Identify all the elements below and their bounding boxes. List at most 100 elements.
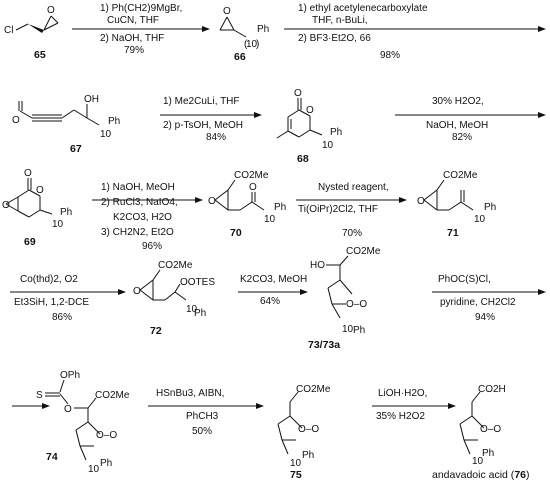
atom-co2me-73: CO2Me	[346, 246, 381, 257]
cond-2-2: 2) BF3·Et2O, 66	[298, 33, 371, 44]
arrow-4: 30% H2O2, NaOH, MeOH 82%	[395, 96, 546, 143]
atom-ph-74: Ph	[100, 458, 112, 469]
arrow-11: LiOH·H2O, 35% H2O2	[372, 388, 456, 422]
atom-o-70b: O	[249, 182, 257, 193]
atom-co2h-76: CO2H	[478, 384, 506, 395]
cond-1-3: 79%	[124, 45, 144, 56]
cond-3-0: 1) Me2CuLi, THF	[163, 96, 240, 107]
cond-9-2: 94%	[475, 312, 495, 323]
atom-o-70a: O	[208, 196, 216, 207]
cond-9-0: PhOC(S)Cl,	[438, 274, 491, 285]
arrow-7: Co(thd)2, O2 Et3SiH, 1,2-DCE 86%	[10, 274, 126, 323]
atom-o-67: O	[12, 115, 20, 126]
cond-5-1: 2) RuCl3, NaIO4,	[101, 197, 178, 208]
atom-o-74: O	[64, 404, 72, 415]
atom-o-71: O	[417, 196, 425, 207]
structure-70: O CO2Me O 10 Ph 70	[208, 170, 286, 239]
atom-o-65: O	[47, 5, 55, 16]
arrow-10: HSnBu3, AIBN, PhCH3 50%	[148, 388, 264, 437]
atom-co2me-70: CO2Me	[234, 170, 269, 181]
sub-66: (	[244, 39, 248, 50]
sub-71: 10	[474, 214, 486, 225]
cond-5-4: 96%	[142, 241, 162, 252]
cond-5-0: 1) NaOH, MeOH	[101, 182, 175, 193]
label-68: 68	[297, 153, 309, 165]
atom-ph-68: Ph	[330, 127, 342, 138]
sub-69: 10	[52, 219, 64, 230]
cond-7-1: Et3SiH, 1,2-DCE	[14, 297, 89, 308]
sub-66-close: )	[256, 39, 259, 50]
cond-6-1: Ti(OiPr)2Cl2, THF	[298, 204, 378, 215]
arrow-1: 1) Ph(CH2)9MgBr, CuCN, THF 2) NaOH, THF …	[72, 3, 210, 56]
arrow-10-lead	[12, 403, 50, 409]
atom-ph-75: Ph	[302, 450, 314, 461]
cond-10-0: HSnBu3, AIBN,	[156, 388, 224, 399]
cond-7-2: 86%	[52, 312, 72, 323]
structure-75: CO2Me O–O 10 Ph 75	[277, 384, 331, 481]
arrow-2: 1) ethyl acetylenecarboxylate THF, n-BuL…	[284, 3, 546, 61]
atom-ph-67: Ph	[108, 116, 120, 127]
structure-76: CO2H O–O 10 Ph andavadoic acid (76)	[432, 384, 530, 481]
cond-9-1: pyridine, CH2Cl2	[440, 297, 516, 308]
atom-ph-70: Ph	[274, 202, 286, 213]
cond-1-1: CuCN, THF	[107, 15, 159, 26]
cond-8-0: K2CO3, MeOH	[240, 274, 307, 285]
atom-ph-72: Ph	[194, 308, 206, 319]
atom-ho-73: HO	[310, 260, 325, 271]
cond-6-0: Nysted reagent,	[318, 182, 389, 193]
cond-4-2: 82%	[452, 132, 472, 143]
sub-74: 10	[88, 464, 100, 475]
label-71: 71	[447, 227, 459, 239]
label-70: 70	[230, 227, 242, 239]
atom-otes-72: OOTES	[180, 277, 215, 288]
atom-o-69b: O	[2, 200, 10, 211]
cond-2-0: 1) ethyl acetylenecarboxylate	[298, 3, 428, 14]
atom-oo-75: O–O	[298, 424, 319, 435]
structure-66: O ( 10 ) Ph 66	[219, 6, 269, 63]
arrow-9: PhOC(S)Cl, pyridine, CH2Cl2 94%	[432, 274, 546, 323]
atom-ph-73: Ph	[353, 325, 365, 336]
structure-71: O CO2Me 10 Ph 71	[417, 170, 496, 239]
sub-70: 10	[264, 214, 276, 225]
sub-72: 10	[186, 304, 198, 315]
atom-co2me-75: CO2Me	[296, 384, 331, 395]
atom-o-68b: O	[306, 105, 314, 116]
structure-68: O O 10 Ph 68	[276, 88, 342, 165]
structure-69: O O O 10 Ph 69	[2, 168, 72, 248]
structure-67: O OH 10 Ph 67	[12, 94, 120, 155]
structure-73: HO CO2Me O–O 10 Ph 73/73a	[308, 246, 381, 351]
atom-ph-66: Ph	[257, 24, 269, 35]
arrow-5: 1) NaOH, MeOH 2) RuCl3, NaIO4, K2CO3, H2…	[92, 182, 203, 252]
cond-4-0: 30% H2O2,	[432, 96, 484, 107]
cond-4-1: NaOH, MeOH	[426, 120, 488, 131]
arrow-3: 1) Me2CuLi, THF 2) p-TsOH, MeOH 84%	[160, 96, 262, 143]
sub-73: 10	[342, 324, 354, 335]
label-66: 66	[234, 51, 246, 63]
sub-66-n: 10	[246, 39, 258, 50]
cond-6-2: 70%	[342, 228, 362, 239]
atom-s-74: S	[36, 390, 43, 401]
cond-3-1: 2) p-TsOH, MeOH	[163, 120, 243, 131]
label-72: 72	[150, 325, 162, 337]
sub-68: 10	[322, 140, 334, 151]
atom-o-69c: O	[36, 185, 44, 196]
atom-co2me-72: CO2Me	[158, 260, 193, 271]
cond-10-1: PhCH3	[186, 411, 219, 422]
atom-oph-74: OPh	[60, 370, 80, 381]
atom-oh-67: OH	[84, 94, 99, 105]
sub-76: 10	[472, 456, 484, 467]
cond-7-0: Co(thd)2, O2	[20, 274, 78, 285]
label-75: 75	[290, 469, 302, 481]
label-65: 65	[34, 49, 46, 61]
cond-2-3: 98%	[380, 50, 400, 61]
atom-o-68a: O	[294, 88, 302, 99]
cond-5-2: K2CO3, H2O	[113, 212, 172, 223]
structure-65: Cl O 65	[4, 5, 59, 61]
structure-74: OPh S O CO2Me O–O 10 Ph 74	[36, 370, 130, 475]
label-67: 67	[70, 143, 82, 155]
cond-10-2: 50%	[192, 426, 212, 437]
atom-oo-73: O–O	[346, 299, 367, 310]
sub-75: 10	[290, 458, 302, 469]
cond-3-2: 84%	[206, 132, 226, 143]
